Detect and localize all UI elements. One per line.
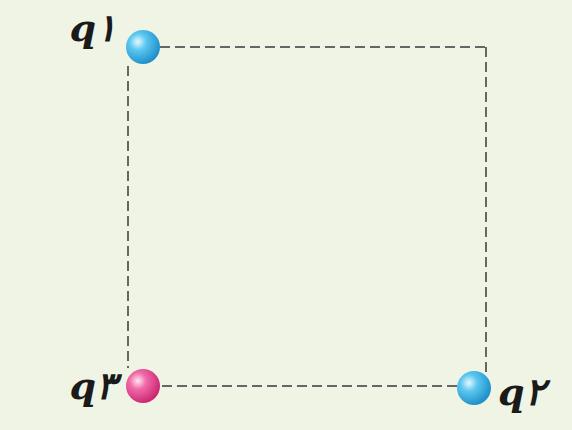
charge-sphere <box>126 369 160 403</box>
dashed-square <box>128 47 486 386</box>
charge-label: q۲ <box>498 373 545 411</box>
charge-sphere <box>126 30 160 64</box>
charge-label: q۱ <box>69 9 116 47</box>
charge-label: q۳ <box>69 367 116 405</box>
charge-sphere <box>457 371 491 405</box>
